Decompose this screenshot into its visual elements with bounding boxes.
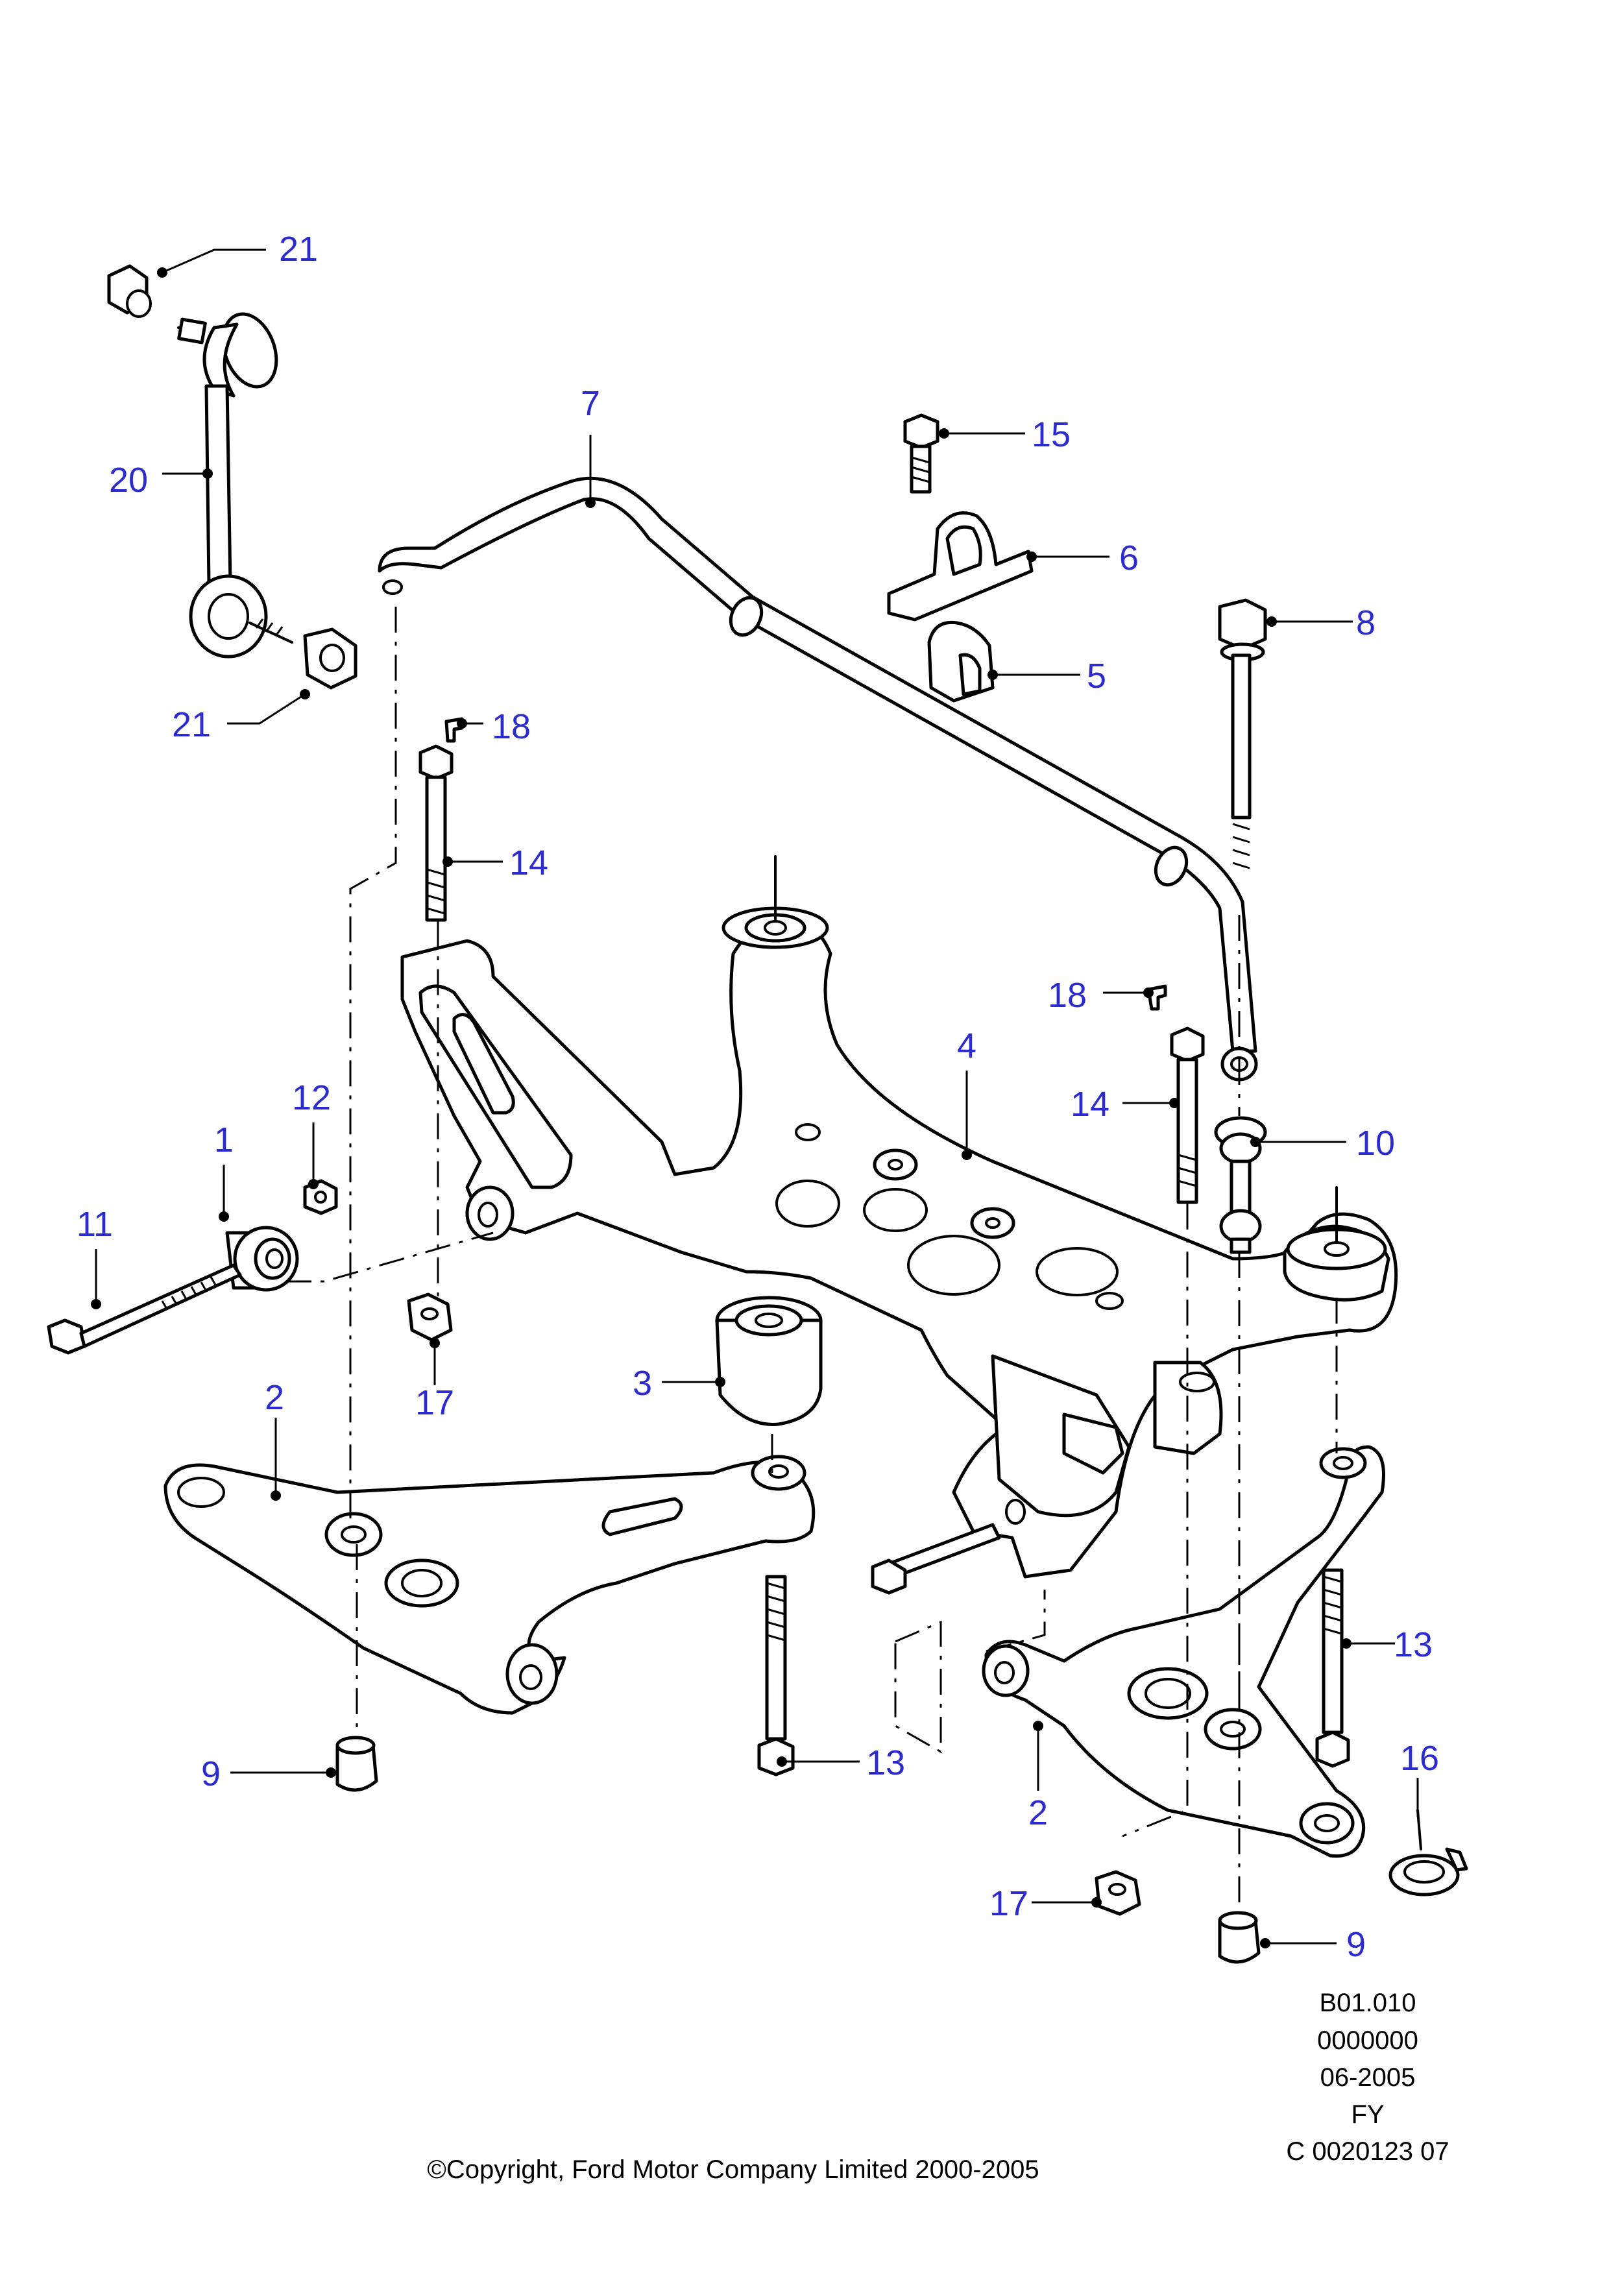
assembly-axis-lines (285, 607, 1338, 1914)
callout-15[interactable]: 15 (1032, 415, 1071, 454)
callout-17-right[interactable]: 17 (989, 1884, 1028, 1923)
callout-numbers: 21 20 21 7 15 6 8 5 18 14 18 4 14 12 1 1… (77, 230, 1439, 1964)
bushing-part-3[interactable] (715, 1296, 823, 1426)
callout-14-right[interactable]: 14 (1071, 1085, 1109, 1124)
callout-3[interactable]: 3 (633, 1364, 652, 1403)
nut-part-17-right[interactable] (1095, 1870, 1141, 1916)
reference-id: C 0020123 07 (1286, 2137, 1449, 2166)
callout-9-right[interactable]: 9 (1346, 1925, 1366, 1964)
bolt-part-15[interactable] (903, 413, 939, 494)
callout-10[interactable]: 10 (1356, 1124, 1395, 1163)
lower-arm-part-2-right[interactable] (871, 1445, 1385, 1858)
callout-leaders (91, 248, 1419, 1948)
copyright-notice: ©Copyright, Ford Motor Company Limited 2… (427, 2155, 1039, 2184)
stabilizer-link-part-20[interactable] (107, 264, 358, 690)
bolt-part-14-left[interactable] (418, 744, 454, 922)
stabilizer-bar-part-7[interactable] (378, 476, 1258, 1082)
callout-21-bottom[interactable]: 21 (172, 705, 211, 744)
callout-2-left[interactable]: 2 (265, 1378, 284, 1417)
callout-14-left[interactable]: 14 (509, 843, 548, 882)
reference-code: B01.010 (1319, 1989, 1416, 2017)
callout-5[interactable]: 5 (1087, 657, 1106, 696)
ball-joint-part-9-right[interactable] (1218, 1911, 1261, 1964)
callout-7[interactable]: 7 (581, 384, 600, 423)
callout-6[interactable]: 6 (1119, 539, 1139, 577)
reference-date: 06-2005 (1320, 2063, 1416, 2092)
link-stud-part-10[interactable] (1214, 1116, 1267, 1254)
bolt-part-14-right[interactable] (1170, 1026, 1205, 1204)
bolt-part-13-right[interactable] (1315, 1568, 1350, 1768)
clip-part-16[interactable] (1388, 1809, 1468, 1897)
bolt-part-13-left[interactable] (757, 1575, 795, 1776)
callout-2-right[interactable]: 2 (1028, 1793, 1048, 1832)
ball-joint-part-9-left[interactable] (335, 1736, 378, 1792)
callout-16[interactable]: 16 (1400, 1739, 1439, 1778)
diagram-reference-block: B01.010 0000000 06-2005 FY C 0020123 07 (1286, 1989, 1449, 2166)
callout-13-left[interactable]: 13 (866, 1743, 905, 1782)
callout-1[interactable]: 1 (214, 1121, 234, 1159)
lower-arm-part-2-left[interactable] (164, 1455, 816, 1715)
callout-11[interactable]: 11 (77, 1205, 113, 1244)
callout-13-right[interactable]: 13 (1394, 1625, 1433, 1664)
callout-4[interactable]: 4 (957, 1026, 976, 1065)
reference-model: FY (1351, 2100, 1384, 2129)
callout-17-left[interactable]: 17 (415, 1383, 454, 1422)
callout-9-left[interactable]: 9 (201, 1754, 221, 1793)
callout-8[interactable]: 8 (1356, 603, 1376, 642)
callout-12[interactable]: 12 (292, 1078, 331, 1117)
bolt-part-11[interactable] (47, 1263, 242, 1355)
clamp-part-6[interactable] (887, 511, 1034, 622)
reference-number: 0000000 (1317, 2026, 1418, 2055)
bushing-part-5[interactable] (927, 620, 995, 703)
callout-18-upper[interactable]: 18 (492, 707, 531, 746)
callout-18-right[interactable]: 18 (1048, 976, 1087, 1015)
callout-20[interactable]: 20 (109, 461, 148, 500)
callout-21-top[interactable]: 21 (279, 230, 318, 269)
subframe-part-4[interactable] (400, 855, 1398, 1579)
nut-part-17-left[interactable] (407, 1292, 453, 1342)
bolt-part-8[interactable] (1218, 598, 1267, 869)
bushing-part-1[interactable] (225, 1226, 299, 1292)
